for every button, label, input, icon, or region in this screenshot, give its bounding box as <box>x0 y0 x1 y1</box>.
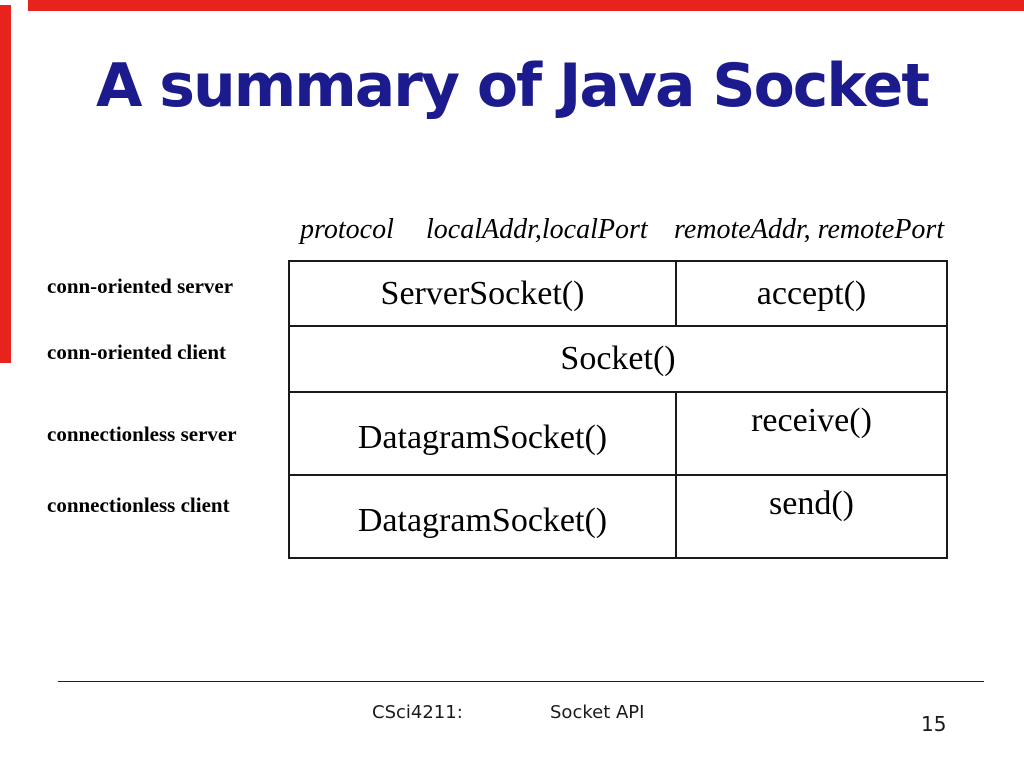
row-label-connectionless-client: connectionless client <box>47 493 230 517</box>
socket-api-table: ServerSocket() accept() Socket() Datagra… <box>288 260 948 559</box>
slide-title: A summary of Java Socket <box>95 51 930 121</box>
cell-socket-spanning: Socket() <box>288 325 948 393</box>
cell-receive: receive() <box>675 391 948 476</box>
table-row: DatagramSocket() receive() <box>288 391 948 476</box>
page-number: 15 <box>921 712 947 736</box>
table-row: DatagramSocket() send() <box>288 474 948 559</box>
cell-server-socket: ServerSocket() <box>288 260 677 327</box>
cell-datagram-socket-server: DatagramSocket() <box>288 391 677 476</box>
footer-course-label: CSci4211: <box>372 702 463 723</box>
red-left-accent-bar <box>0 5 11 363</box>
row-label-conn-oriented-client: conn-oriented client <box>47 340 227 364</box>
row-label-connectionless-server: connectionless server <box>47 422 237 446</box>
table-row: ServerSocket() accept() <box>288 260 948 327</box>
cell-datagram-socket-client: DatagramSocket() <box>288 474 677 559</box>
cell-accept: accept() <box>675 260 948 327</box>
column-header-local-addr-port: localAddr,localPort <box>426 214 648 245</box>
footer-topic-label: Socket API <box>550 702 645 723</box>
row-label-conn-oriented-server: conn-oriented server <box>47 274 234 298</box>
table-row: Socket() <box>288 325 948 393</box>
column-header-remote-addr-port: remoteAddr, remotePort <box>674 214 945 245</box>
red-top-accent-bar <box>28 0 1024 11</box>
footer-divider-line <box>58 681 984 682</box>
column-header-protocol: protocol <box>300 214 394 245</box>
cell-send: send() <box>675 474 948 559</box>
